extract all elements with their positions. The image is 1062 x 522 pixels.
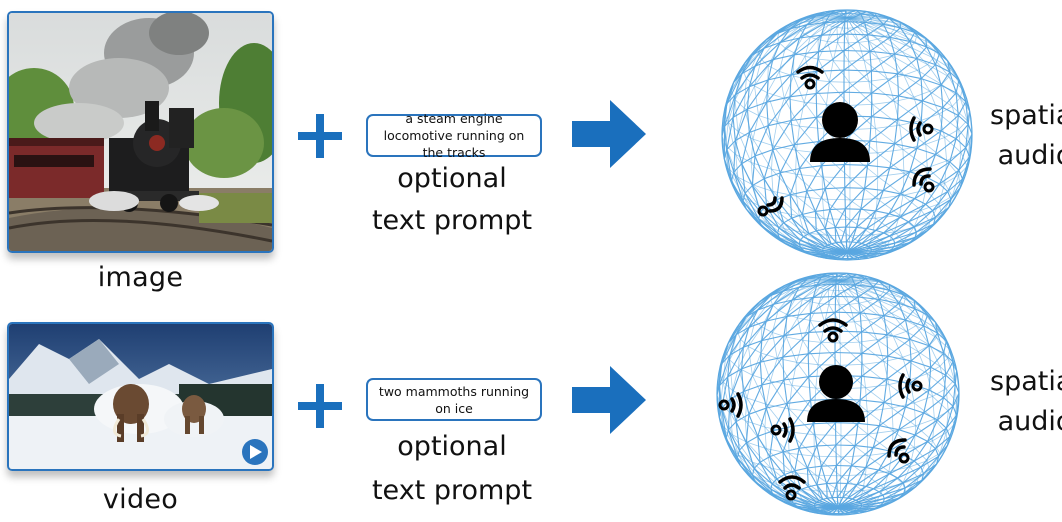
video-input-caption: video xyxy=(7,484,274,515)
right-arrow-icon xyxy=(572,100,646,168)
spatial-audio-label-line1: spatial xyxy=(980,96,1062,136)
image-input-thumbnail xyxy=(7,11,274,253)
spatial-audio-label-line1: spatial xyxy=(980,362,1062,402)
prompt-caption-optional: optional xyxy=(352,158,552,200)
prompt-caption-text-prompt: text prompt xyxy=(352,200,552,242)
prompt-caption-text-prompt: text prompt xyxy=(352,470,552,512)
spatial-audio-sphere xyxy=(714,270,962,522)
plus-icon xyxy=(296,382,344,430)
plus-icon xyxy=(296,112,344,160)
text-prompt-box: a steam engine locomotive running on the… xyxy=(366,114,542,157)
prompt-caption-optional: optional xyxy=(352,426,552,468)
sound-source-icon xyxy=(820,320,846,341)
play-icon xyxy=(242,439,268,465)
right-arrow-icon xyxy=(572,366,646,434)
listener-person-icon xyxy=(810,102,870,162)
text-prompt-box: two mammoths running on ice xyxy=(366,378,542,421)
video-input-thumbnail xyxy=(7,322,274,471)
spatial-audio-sphere xyxy=(718,6,976,268)
image-input-caption: image xyxy=(7,262,274,293)
sound-source-icon xyxy=(914,169,933,191)
spatial-audio-label-line2: audio xyxy=(980,136,1062,176)
spatial-audio-label-line2: audio xyxy=(980,402,1062,442)
